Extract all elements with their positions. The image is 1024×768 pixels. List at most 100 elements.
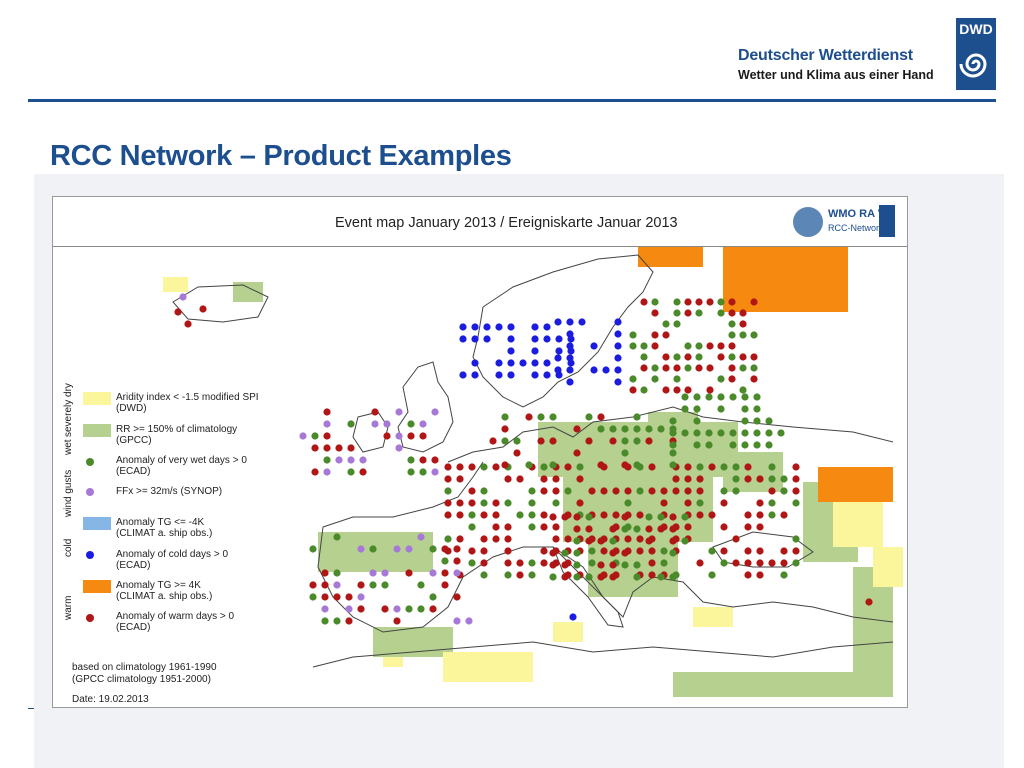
event-dot [621,425,629,433]
event-dot [383,432,391,440]
event-dot [540,523,548,531]
event-dot [768,499,776,507]
event-dot [633,561,641,569]
event-dot [381,581,389,589]
event-dot [543,323,551,331]
event-dot [624,535,632,543]
event-dot [597,425,605,433]
event-dot [585,437,593,445]
event-dot [492,463,500,471]
event-dot [636,487,644,495]
event-dot [357,593,365,601]
event-dot [359,456,367,464]
area-green [723,452,783,492]
event-dot [753,429,761,437]
area-yellow [833,497,883,547]
event-dot [573,449,581,457]
event-dot [369,569,377,577]
event-dot [395,432,403,440]
footnote-date: Date: 19.02.2013 [72,694,149,705]
legend-cat-wet: wet [63,439,74,455]
event-dot [739,309,747,317]
event-dot [441,569,449,577]
event-dot [651,298,659,306]
wmo-logo: WMO RA VI RCC-Network [793,205,897,241]
legend-colddays-line1: Anomaly of cold days > 0 [116,549,229,560]
event-dot [345,605,353,613]
event-dot [696,475,704,483]
event-dot [768,559,776,567]
event-dot [739,386,747,394]
event-dot [693,393,701,401]
event-dot [728,364,736,372]
event-dot [561,561,569,569]
event-dot [504,523,512,531]
event-dot [681,429,689,437]
event-dot [633,425,641,433]
event-dot [323,408,331,416]
event-dot [369,581,377,589]
event-dot [728,331,736,339]
event-dot [660,547,668,555]
event-dot [669,429,677,437]
event-dot [573,537,581,545]
event-dot [471,323,479,331]
event-dot [739,353,747,361]
legend-rr-line1: RR >= 150% of climatology [116,424,238,435]
legend-wetdays-line2: (ECAD) [116,466,151,477]
event-dot [695,309,703,317]
event-dot [407,456,415,464]
event-dot [480,463,488,471]
event-dot [657,525,665,533]
event-dot [528,511,536,519]
event-dot [459,323,467,331]
event-dot [612,487,620,495]
event-dot [621,525,629,533]
event-dot [585,413,593,421]
event-map: Event map January 2013 / Ereigniskarte J… [52,196,908,708]
map-header: Event map January 2013 / Ereigniskarte J… [53,197,907,247]
event-dot [513,437,521,445]
event-dot [465,617,473,625]
coast-iceland [172,284,269,323]
event-dot [609,425,617,433]
event-dot [564,535,572,543]
event-dot [507,347,515,355]
event-dot [792,499,800,507]
event-dot [720,523,728,531]
legend-wetdays-line1: Anomaly of very wet days > 0 [116,455,247,466]
event-dot [495,359,503,367]
event-dot [684,364,692,372]
event-dot [705,393,713,401]
event-dot [459,371,467,379]
event-dot [720,463,728,471]
event-dot [741,417,749,425]
event-dot [669,513,677,521]
event-dot [739,320,747,328]
event-dot [405,545,413,553]
wmo-logo-line2: RCC-Network [828,223,884,233]
event-dot [662,331,670,339]
event-dot [501,413,509,421]
event-dot [199,305,207,313]
event-dot [345,593,353,601]
event-dot [621,461,629,469]
event-dot [555,335,563,343]
event-dot [717,429,725,437]
event-dot [693,417,701,425]
event-dot [660,499,668,507]
event-dot [554,318,562,326]
event-dot [564,487,572,495]
event-dot [429,605,437,613]
event-dot [543,335,551,343]
event-dot [729,441,737,449]
event-dot [614,330,622,338]
event-dot [528,571,536,579]
event-dot [780,511,788,519]
event-dot [531,335,539,343]
event-dot [669,549,677,557]
event-dot [468,499,476,507]
event-dot [540,463,548,471]
event-dot [673,375,681,383]
event-dot [729,393,737,401]
